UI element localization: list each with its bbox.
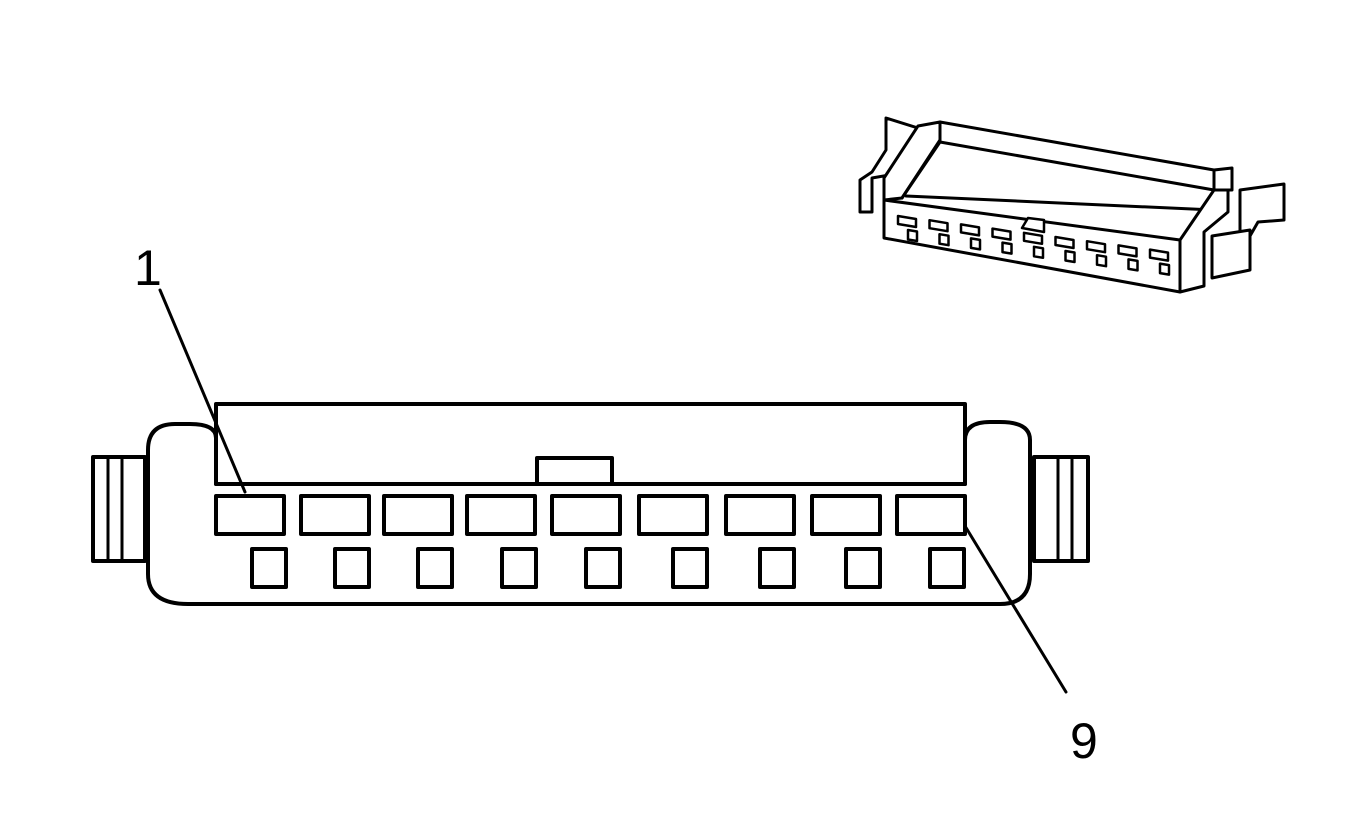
upper-cavity-7	[724, 494, 796, 536]
upper-cavity-5	[550, 494, 622, 536]
right-latch-tab	[1032, 455, 1090, 563]
callout-label-9: 9	[1070, 713, 1098, 769]
lower-cavity-4	[500, 547, 538, 589]
iso-lower-cavity-2	[938, 232, 950, 247]
iso-lower-cavity-8	[1127, 258, 1139, 272]
callout-pin-1: 1	[134, 240, 247, 494]
iso-upper-cavity-4	[991, 227, 1012, 241]
lower-cavity-6	[671, 547, 709, 589]
upper-cavity-1	[214, 494, 286, 536]
iso-upper-cavity-2	[928, 218, 949, 233]
lower-cavity-5	[584, 547, 622, 589]
iso-lower-cavity-3	[969, 237, 982, 251]
lower-cavity-1	[250, 547, 288, 589]
upper-cavity-2	[299, 494, 371, 536]
iso-upper-cavity-5	[1022, 231, 1044, 246]
isometric-cavity-row	[896, 214, 1171, 276]
callout-label-1: 1	[134, 240, 162, 296]
connector-face-view	[91, 402, 1090, 606]
upper-cavity-row	[214, 494, 967, 536]
upper-cavity-3	[382, 494, 454, 536]
lower-cavity-9	[928, 547, 966, 589]
iso-lower-cavity-9	[1158, 262, 1171, 276]
callout-pin-9: 9	[963, 524, 1098, 769]
iso-lower-cavity-7	[1095, 253, 1108, 268]
lower-cavity-row	[250, 547, 966, 589]
left-latch-tab	[91, 455, 147, 563]
iso-upper-cavity-8	[1117, 244, 1138, 258]
iso-upper-cavity-6	[1054, 235, 1075, 250]
iso-upper-cavity-7	[1085, 239, 1107, 254]
iso-upper-cavity-9	[1148, 248, 1170, 262]
lower-cavity-8	[844, 547, 882, 589]
iso-lower-cavity-1	[906, 228, 919, 243]
iso-upper-cavity-3	[959, 223, 981, 237]
center-key	[535, 456, 614, 486]
lower-cavity-3	[416, 547, 454, 589]
iso-lower-cavity-4	[1001, 241, 1013, 255]
lower-cavity-2	[333, 547, 371, 589]
lower-cavity-7	[758, 547, 796, 589]
iso-lower-cavity-5	[1032, 245, 1045, 260]
upper-cavity-8	[810, 494, 882, 536]
upper-cavity-9	[895, 494, 967, 536]
upper-cavity-4	[465, 494, 537, 536]
connector-isometric-view	[858, 116, 1286, 294]
iso-upper-cavity-1	[896, 214, 918, 229]
iso-lower-cavity-6	[1064, 249, 1076, 264]
upper-cavity-6	[637, 494, 709, 536]
